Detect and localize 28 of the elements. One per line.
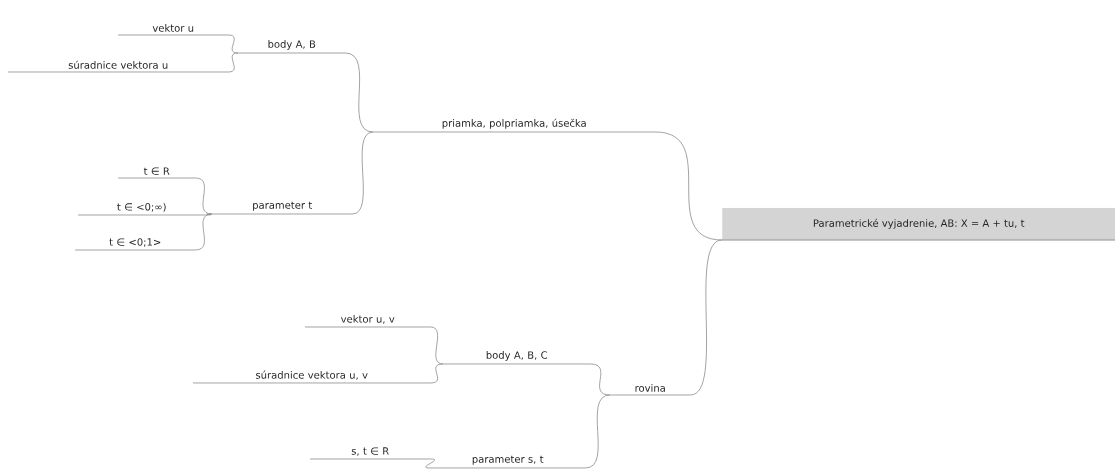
connector-line (228, 34, 239, 54)
topic-label: vektor u, v (304, 315, 431, 328)
topic-label: súradnice vektora u, v (192, 370, 431, 384)
connector-line (430, 363, 444, 384)
connector-line (345, 52, 374, 133)
topic-label: parameter t (211, 201, 353, 215)
topic-label: body A, B (237, 40, 346, 54)
topic-label: t ∈ R (117, 167, 196, 179)
topic-label: súradnice vektora u (7, 60, 229, 73)
connector-line (425, 458, 435, 469)
topic-label: vektor u (117, 24, 229, 36)
connector-line (352, 131, 374, 215)
topic-label: t ∈ <0;1> (74, 238, 196, 251)
topic-label: s, t ∈ R (309, 447, 431, 460)
connector-line (430, 326, 444, 365)
connector-line (228, 52, 239, 73)
topic-label: parameter s, t (429, 455, 586, 469)
topic-label: body A, B, C (442, 351, 591, 365)
connector-line (590, 363, 611, 396)
root-topic-box: Parametrické vyjadrenie, AB: X = A + tu, t (721, 207, 1115, 241)
topic-label: rovina (609, 384, 691, 396)
connector-line (655, 131, 723, 241)
connector-line (205, 213, 213, 216)
connector-line (690, 239, 723, 396)
topic-label: t ∈ <0;∞) (77, 202, 206, 216)
connector-line (585, 394, 611, 469)
topic-label: priamka, polpriamka, úsečka (372, 118, 656, 133)
connector-line (195, 213, 213, 251)
